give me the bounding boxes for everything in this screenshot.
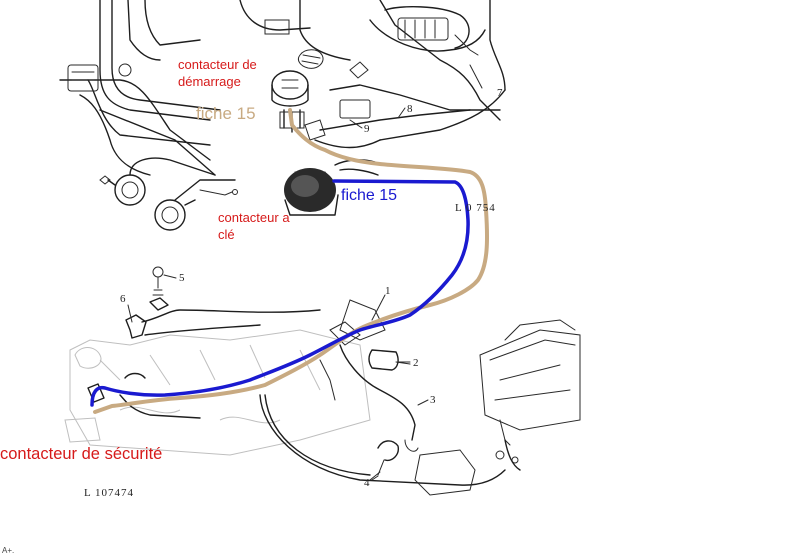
ref-code-bottom: L 107474: [84, 487, 134, 499]
callout-9: 9: [364, 123, 370, 135]
tan-wire: [93, 108, 490, 414]
label-contacteur-cle-line2: clé: [218, 227, 235, 242]
callout-3: 3: [430, 394, 436, 406]
top-harness: [59, 0, 506, 176]
right-block-sketch: [479, 319, 581, 471]
callout-2: 2: [413, 357, 419, 369]
parts-5-6: [125, 266, 321, 339]
label-fiche-tan: fiche 15: [196, 104, 256, 123]
callout-leaders: [349, 64, 483, 481]
bottom-harness: [87, 299, 506, 496]
corner-mark: A+.: [2, 546, 14, 555]
left-connectors: [99, 157, 238, 231]
engine-block-sketch: [64, 329, 371, 456]
callout-5: 5: [179, 272, 185, 284]
label-contacteur-cle-line1: contacteur a: [218, 210, 290, 225]
callout-8: 8: [407, 103, 413, 115]
callout-6: 6: [120, 293, 126, 305]
label-contacteur-securite: contacteur de sécurité: [0, 445, 162, 463]
callout-4: 4: [364, 477, 370, 489]
starter-switch: [271, 70, 309, 133]
label-contacteur-demarrage-line2: démarrage: [178, 74, 241, 89]
blue-wire: [90, 179, 470, 407]
callout-7: 7: [497, 87, 503, 99]
label-contacteur-demarrage-line1: contacteur de: [178, 57, 257, 72]
callout-1: 1: [385, 285, 391, 297]
ref-code-top: L 0 754: [455, 202, 496, 214]
label-fiche-blue: fiche 15: [341, 187, 397, 204]
key-switch: [284, 159, 379, 216]
